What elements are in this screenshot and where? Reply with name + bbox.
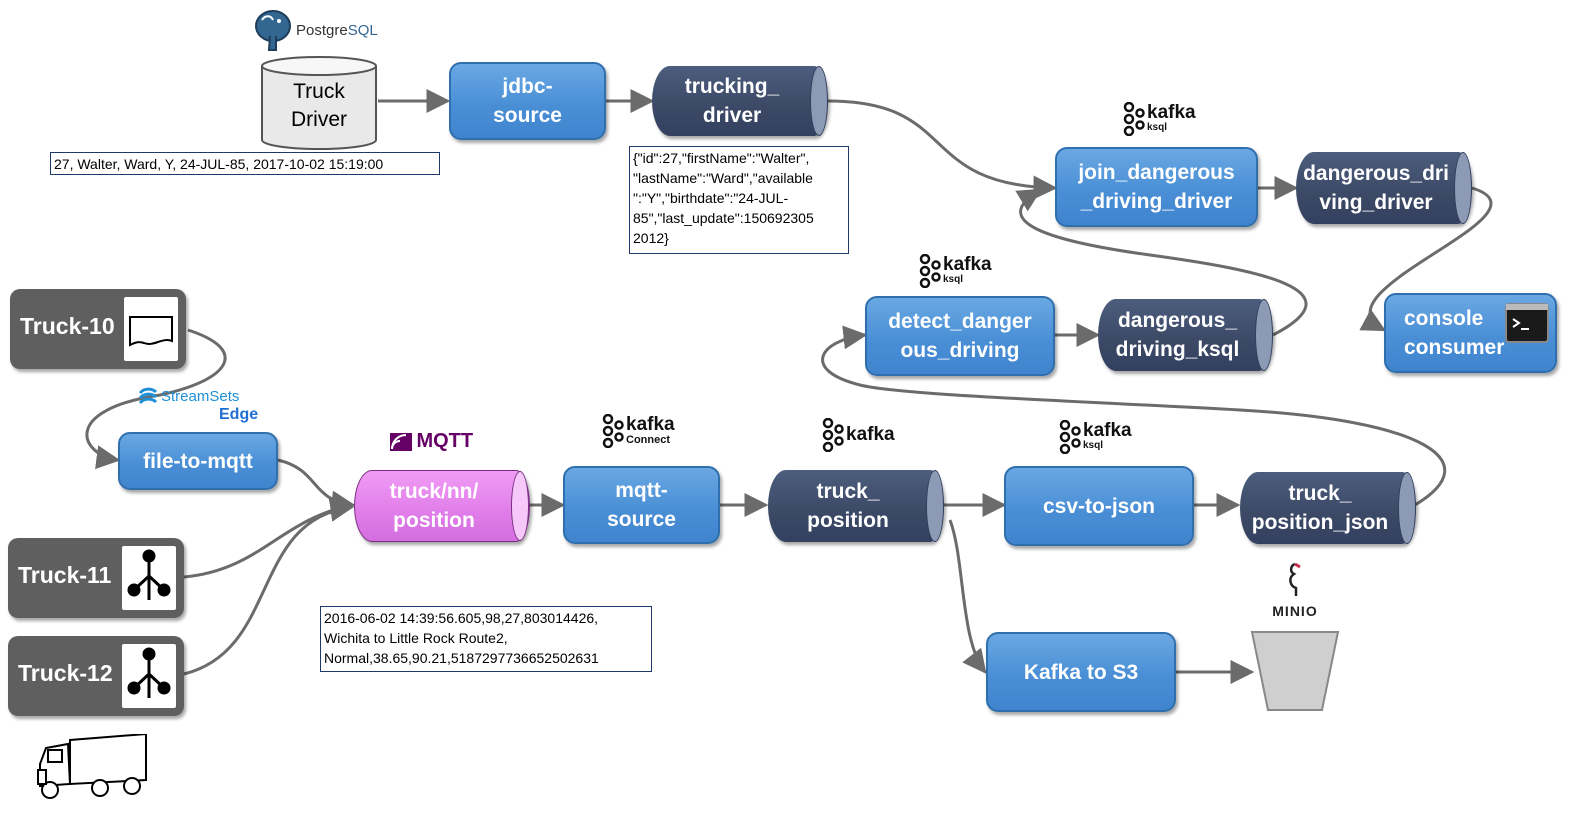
driver-record-sample: 27, Walter, Ward, Y, 24-JUL-85, 2017-10-… — [50, 152, 440, 175]
kafka-icon — [602, 414, 624, 448]
truck-position-json-topic[interactable]: truck_ position_json — [1240, 472, 1416, 544]
truck-icon — [37, 734, 147, 799]
minio-label: MINIO — [1272, 603, 1318, 619]
edge-truck11-to-mqtt — [183, 497, 355, 579]
postgres-logo-text-b: SQL — [347, 22, 378, 39]
postgres-elephant-icon — [255, 10, 291, 51]
trucking-driver-topic[interactable]: trucking_ driver — [652, 66, 828, 136]
kafka-icon — [1059, 420, 1081, 454]
postgres-logo-text-a: Postgre — [296, 22, 348, 39]
streamsets-edge-label: Edge — [219, 406, 259, 423]
streamsets-icon — [138, 387, 158, 405]
edge-dangerous-driver-to-console — [1359, 186, 1493, 332]
streamsets-label: StreamSets — [161, 388, 240, 405]
edge-position-json-to-detect — [821, 325, 1447, 507]
edge-file-to-mqtt — [277, 458, 356, 515]
kafka-label: kafka — [846, 424, 895, 445]
tree-icon — [127, 549, 171, 600]
minio-logo: MINIO — [1262, 562, 1328, 622]
file-icon — [129, 316, 173, 347]
kafka-label: kafka — [1147, 102, 1196, 123]
csv-to-json-box[interactable]: csv-to-json — [1004, 466, 1194, 546]
mqtt-source-box[interactable]: mqtt- source — [563, 466, 720, 544]
truck-11-tile[interactable]: Truck-11 — [8, 538, 184, 618]
detect-dangerous-driving-box[interactable]: detect_danger ous_driving — [865, 296, 1055, 376]
mqtt-icon — [390, 432, 412, 451]
jdbc-source-box[interactable]: jdbc- source — [449, 62, 606, 140]
kafka-ksql-logo-detect: kafka ksql — [917, 254, 992, 288]
database-label: Truck Driver — [291, 80, 347, 131]
truck-10-tile[interactable]: Truck-10 — [10, 289, 186, 369]
dangerous-driving-ksql-topic[interactable]: dangerous_ driving_ksql — [1098, 299, 1273, 371]
truck-11-label: Truck-11 — [18, 562, 112, 588]
truck-driver-database — [261, 56, 377, 150]
edge-trucking-driver-to-join — [827, 99, 1058, 200]
kafka-label: kafka — [943, 254, 992, 275]
ksql-label: ksql — [943, 274, 964, 285]
kafka-connect-label: Connect — [626, 434, 670, 446]
truck-12-tile[interactable]: Truck-12 — [8, 636, 184, 716]
kafka-label: kafka — [626, 414, 675, 435]
mqtt-logo: MQTT — [390, 430, 473, 453]
tree-icon — [127, 647, 171, 698]
kafka-connect-logo: kafka Connect — [600, 414, 675, 448]
terminal-icon — [1505, 303, 1549, 343]
position-csv-sample: 2016-06-02 14:39:56.605,98,27,803014426,… — [320, 606, 652, 672]
mqtt-label: MQTT — [416, 430, 474, 452]
ksql-label: ksql — [1083, 440, 1104, 451]
kafka-to-s3-box[interactable]: Kafka to S3 — [986, 632, 1176, 712]
ksql-label: ksql — [1147, 122, 1168, 133]
kafka-icon — [919, 254, 941, 288]
kafka-ksql-logo-csv: kafka ksql — [1057, 420, 1132, 454]
postgres-logo: PostgreSQL — [252, 8, 392, 52]
truck-10-label: Truck-10 — [20, 313, 115, 339]
dangerous-driving-driver-topic[interactable]: dangerous_dri ving_driver — [1296, 152, 1472, 224]
mqtt-truck-position-topic[interactable]: truck/nn/ position — [354, 470, 530, 542]
edge-dangerous-ksql-to-join — [1015, 188, 1308, 337]
kafka-icon — [822, 418, 844, 452]
edge-truck12-to-mqtt — [183, 497, 355, 676]
truck-position-topic[interactable]: truck_ position — [768, 470, 944, 542]
truck-12-label: Truck-12 — [18, 660, 113, 686]
join-dangerous-driving-driver-box[interactable]: join_dangerous _driving_driver — [1055, 147, 1258, 227]
file-to-mqtt-box[interactable]: file-to-mqtt — [118, 432, 278, 490]
bucket-icon — [1250, 631, 1340, 711]
kafka-label: kafka — [1083, 420, 1132, 441]
streamsets-logo: StreamSets Edge — [137, 384, 277, 424]
console-consumer-label: console consumer — [1404, 307, 1505, 359]
driver-json-sample: {"id":27,"firstName":"Walter", "lastName… — [629, 146, 849, 254]
kafka-ksql-logo-join: kafka ksql — [1121, 102, 1196, 136]
edge-truck-position-to-s3 — [948, 519, 987, 674]
kafka-logo: kafka — [820, 418, 895, 452]
edge-truck10-to-file — [85, 328, 227, 470]
kafka-icon — [1123, 102, 1145, 136]
minio-bird-icon — [1289, 562, 1301, 596]
